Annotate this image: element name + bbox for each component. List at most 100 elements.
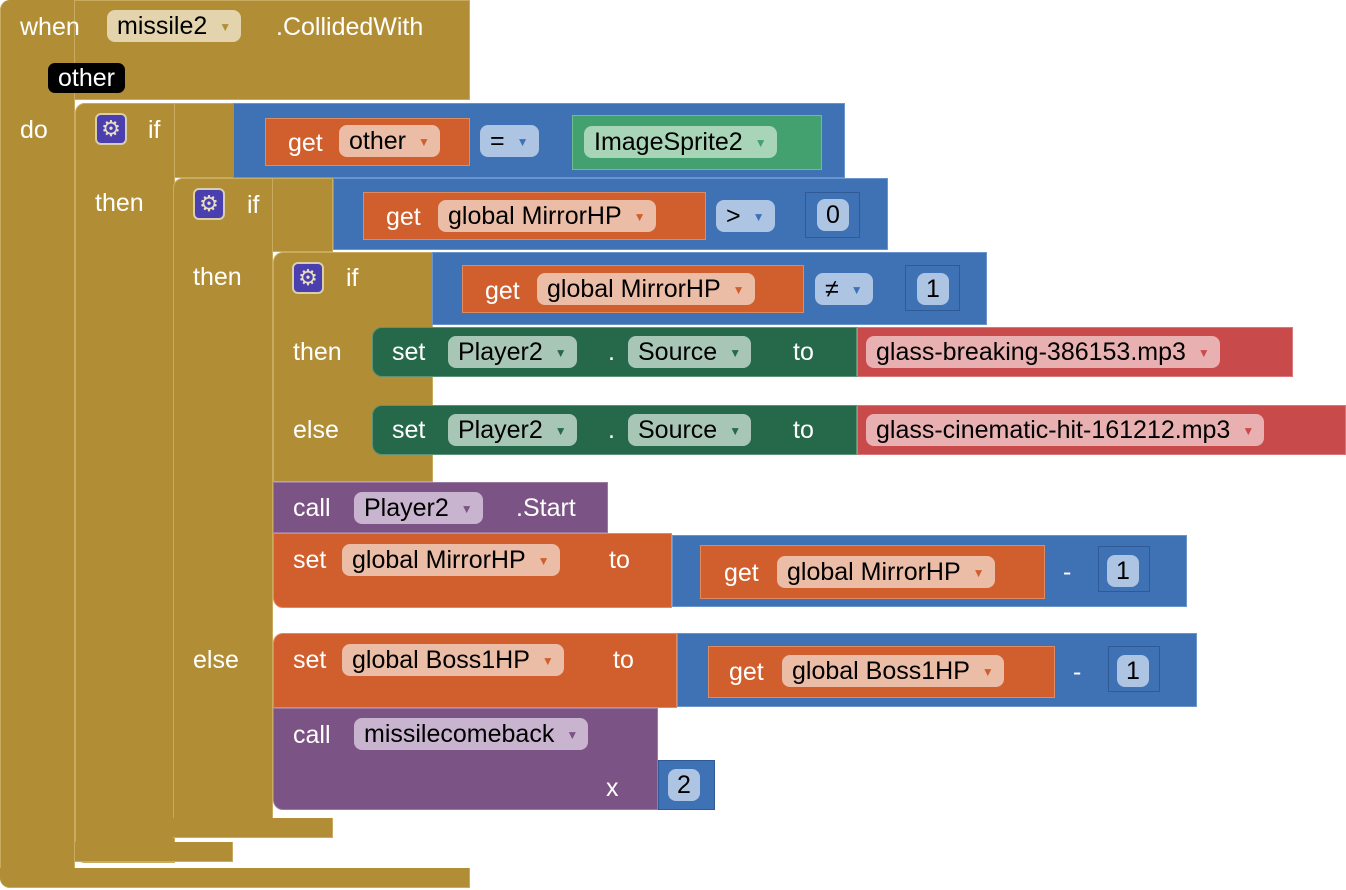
dropdown-arrow-icon: ▼	[729, 346, 742, 361]
asset-dropdown[interactable]: glass-breaking-386153.mp3▼	[866, 336, 1220, 368]
number-field[interactable]: 1	[1117, 655, 1149, 687]
param-other[interactable]: other	[48, 63, 125, 93]
variable-value: global Boss1HP	[352, 646, 530, 674]
variable-dropdown[interactable]: global MirrorHP ▼	[777, 556, 995, 588]
variable-dropdown[interactable]: global MirrorHP ▼	[438, 200, 656, 232]
procedure-value: missilecomeback	[364, 720, 555, 748]
variable-dropdown[interactable]: global Boss1HP ▼	[782, 655, 1004, 687]
asset-value: glass-breaking-386153.mp3	[876, 338, 1186, 366]
number-field[interactable]: 2	[668, 769, 700, 801]
operator-dropdown[interactable]: =▼	[480, 125, 539, 157]
variable-dropdown[interactable]: other ▼	[339, 125, 440, 157]
then-label: then	[95, 189, 144, 217]
if-block-2-body	[173, 178, 273, 838]
to-label: to	[793, 338, 814, 366]
event-block-bottom	[0, 868, 470, 888]
get-label: get	[729, 658, 764, 686]
gear-icon[interactable]: ⚙	[193, 188, 225, 220]
get-label: get	[724, 559, 759, 587]
set-label: set	[293, 546, 327, 574]
set-label: set	[392, 416, 426, 444]
do-label: do	[20, 116, 48, 144]
if-label: if	[148, 116, 161, 144]
asset-dropdown[interactable]: glass-cinematic-hit-161212.mp3 ▼	[866, 414, 1265, 446]
component-value: Player2	[364, 494, 449, 522]
dropdown-arrow-icon: ▼	[850, 283, 863, 298]
variable-dropdown[interactable]: global MirrorHP▼	[342, 544, 560, 576]
variable-dropdown[interactable]: global MirrorHP ▼	[537, 273, 755, 305]
dropdown-arrow-icon: ▼	[972, 566, 985, 581]
then-label: then	[193, 263, 242, 291]
call-label: call	[293, 721, 331, 749]
when-label: when	[20, 13, 80, 41]
dot-label: .	[608, 416, 615, 444]
property-value: Source	[638, 338, 718, 366]
component-dropdown[interactable]: missile2▼	[107, 10, 242, 42]
dropdown-arrow-icon: ▼	[729, 424, 742, 439]
event-block-body	[0, 0, 75, 888]
get-label: get	[288, 129, 323, 157]
component-dropdown[interactable]: Player2▼	[448, 336, 577, 368]
get-label: get	[485, 277, 520, 305]
asset-value: glass-cinematic-hit-161212.mp3	[876, 416, 1231, 444]
if-block-1-body	[75, 103, 175, 863]
event-name: .CollidedWith	[276, 13, 424, 41]
component-dropdown[interactable]: Player2 ▼	[448, 414, 577, 446]
variable-value: global MirrorHP	[547, 275, 721, 303]
dropdown-arrow-icon: ▼	[752, 210, 765, 225]
property-value: Source	[638, 416, 718, 444]
dropdown-arrow-icon: ▼	[754, 136, 767, 151]
to-label: to	[793, 416, 814, 444]
component-value: Player2	[458, 416, 543, 444]
dropdown-arrow-icon: ▼	[981, 665, 994, 680]
dropdown-arrow-icon: ▼	[732, 283, 745, 298]
variable-value: global MirrorHP	[448, 202, 622, 230]
then-label: then	[293, 338, 342, 366]
get-label: get	[386, 203, 421, 231]
dot-label: .	[608, 338, 615, 366]
operator-value: ≠	[825, 275, 839, 303]
number-block[interactable]	[658, 760, 715, 810]
method-label: .Start	[516, 494, 576, 522]
else-label: else	[193, 646, 239, 674]
else-label: else	[293, 416, 339, 444]
number-field[interactable]: 1	[917, 273, 949, 305]
operator-value: =	[490, 127, 505, 155]
operator-dropdown[interactable]: ≠▼	[815, 273, 873, 305]
dropdown-arrow-icon: ▼	[1242, 424, 1255, 439]
minus-label: -	[1063, 558, 1072, 586]
to-label: to	[613, 646, 634, 674]
number-field[interactable]: 1	[1107, 555, 1139, 587]
property-dropdown[interactable]: Source ▼	[628, 336, 752, 368]
variable-dropdown[interactable]: global Boss1HP ▼	[342, 644, 564, 676]
component-value: missile2	[117, 12, 208, 40]
procedure-dropdown[interactable]: missilecomeback▼	[354, 718, 589, 750]
dropdown-arrow-icon: ▼	[460, 502, 473, 517]
dropdown-arrow-icon: ▼	[541, 654, 554, 669]
gear-icon[interactable]: ⚙	[95, 113, 127, 145]
if-label: if	[346, 264, 359, 292]
dropdown-arrow-icon: ▼	[516, 135, 529, 150]
if-block-1-bottom	[75, 842, 233, 862]
arg-label: x	[606, 774, 619, 802]
variable-value: global Boss1HP	[792, 657, 970, 685]
if-label: if	[247, 191, 260, 219]
number-field[interactable]: 0	[817, 199, 849, 231]
property-dropdown[interactable]: Source ▼	[628, 414, 752, 446]
call-label: call	[293, 494, 331, 522]
component-value: ImageSprite2	[594, 128, 743, 156]
dropdown-arrow-icon: ▼	[537, 554, 550, 569]
variable-value: other	[349, 127, 406, 155]
component-value: Player2	[458, 338, 543, 366]
component-dropdown[interactable]: Player2 ▼	[354, 492, 483, 524]
variable-value: global MirrorHP	[787, 558, 961, 586]
dropdown-arrow-icon: ▼	[554, 424, 567, 439]
to-label: to	[609, 546, 630, 574]
dropdown-arrow-icon: ▼	[417, 135, 430, 150]
component-dropdown[interactable]: ImageSprite2 ▼	[584, 126, 777, 158]
operator-dropdown[interactable]: >▼	[716, 200, 775, 232]
if-block-2-bottom	[173, 818, 333, 838]
set-label: set	[392, 338, 426, 366]
gear-icon[interactable]: ⚙	[292, 262, 324, 294]
dropdown-arrow-icon: ▼	[633, 210, 646, 225]
